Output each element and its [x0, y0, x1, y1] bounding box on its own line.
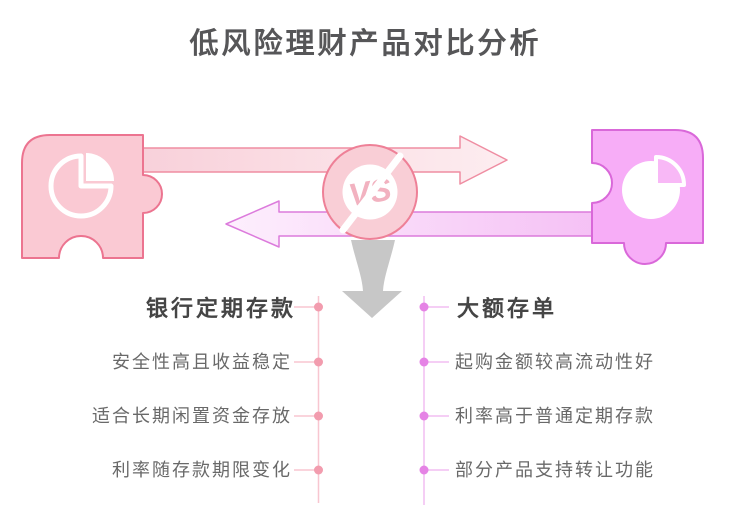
down-arrow [342, 240, 402, 318]
left-connector-dots [314, 302, 323, 475]
right-arrow [119, 135, 508, 185]
pie-chart-icon [622, 155, 686, 219]
left-column-heading: 银行定期存款 [145, 296, 296, 321]
left-puzzle-piece [21, 134, 163, 259]
left-arrow [225, 200, 601, 248]
right-connector-dots [419, 302, 429, 475]
vs-badge: VS [322, 144, 418, 240]
right-connector-rail [423, 296, 449, 505]
right-item: 利率高于普通定期存款 [455, 406, 655, 426]
left-item: 利率随存款期限变化 [112, 460, 292, 480]
right-item: 部分产品支持转让功能 [455, 460, 655, 480]
right-column-heading: 大额存单 [457, 296, 558, 321]
left-item: 适合长期闲置资金存放 [92, 406, 292, 426]
page-title: 低风险理财产品对比分析 [189, 28, 542, 60]
left-item: 安全性高且收益稳定 [112, 352, 292, 372]
right-item: 起购金额较高流动性好 [455, 352, 655, 372]
pie-chart-icon [48, 153, 114, 219]
